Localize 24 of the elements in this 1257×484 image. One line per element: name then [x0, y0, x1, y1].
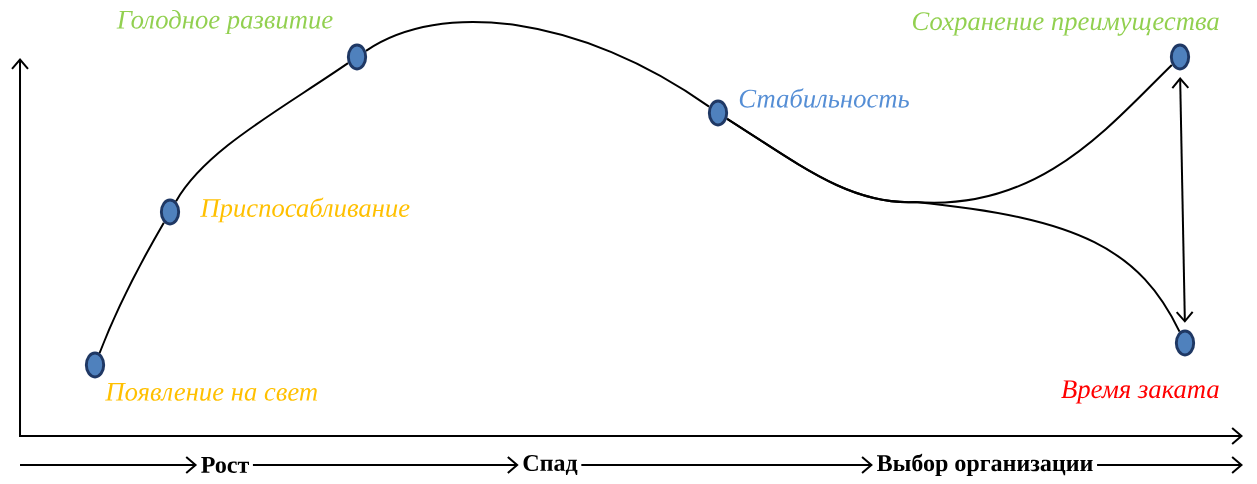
- point-marker: [707, 99, 729, 127]
- arrow: [580, 456, 873, 474]
- arrow: [251, 456, 519, 474]
- arrow: [19, 456, 198, 474]
- stage-label: Приспосабливание: [200, 197, 410, 223]
- stage-label: Голодное развитие: [116, 9, 333, 35]
- curve: [726, 117, 1181, 333]
- stage-label: Появление на свет: [105, 383, 317, 401]
- point-marker: [1169, 43, 1191, 71]
- arrow: [1096, 456, 1243, 474]
- phase-label: Рост: [201, 457, 249, 473]
- stage-label: Стабильность: [739, 88, 909, 108]
- point-marker: [159, 198, 181, 226]
- curve: [365, 21, 711, 108]
- point-marker: [346, 43, 368, 71]
- double-arrow: [1171, 77, 1194, 323]
- curve: [175, 62, 349, 203]
- phase-label: Спад: [523, 454, 578, 476]
- point-marker: [84, 351, 106, 379]
- point-marker: [1174, 329, 1196, 357]
- stage-label: Время заката: [1061, 380, 1219, 404]
- stage-label: Сохранение преимущества: [912, 12, 1219, 36]
- phase-label: Выбор организации: [877, 453, 1093, 477]
- curve: [98, 221, 165, 354]
